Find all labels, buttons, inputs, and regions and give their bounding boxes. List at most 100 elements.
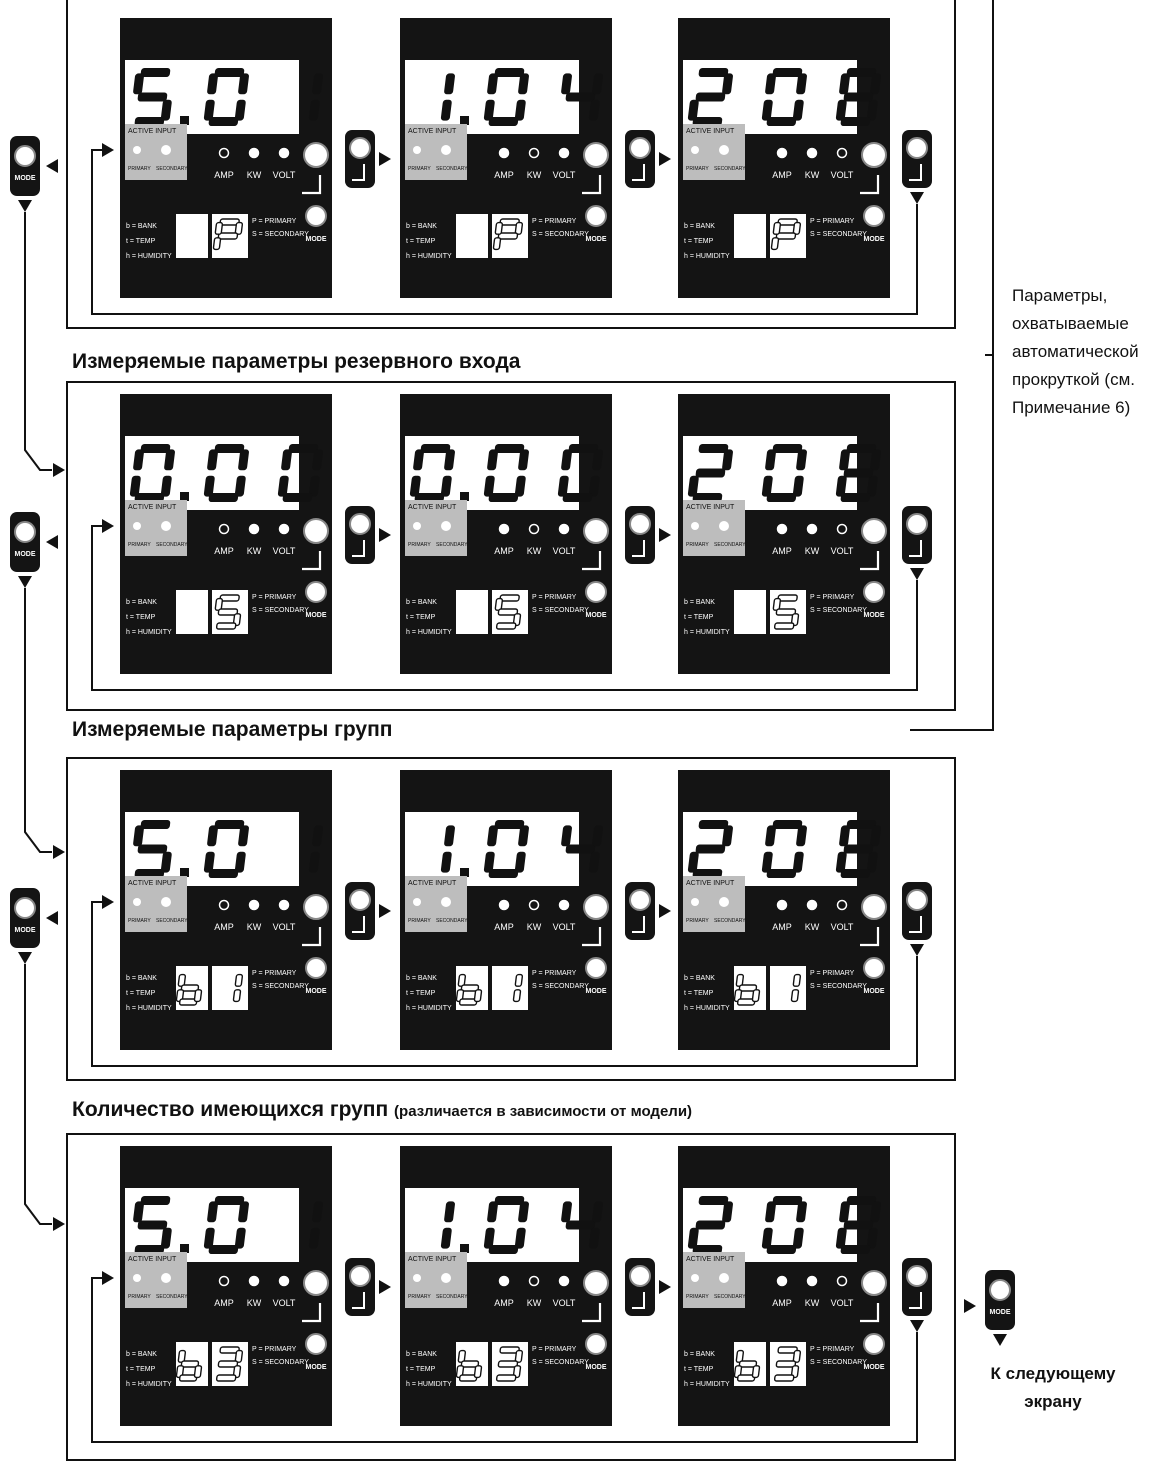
secondary-label: SECONDARY: [436, 166, 468, 172]
arrow-right-icon: [53, 463, 65, 477]
legend-right-label: P = PRIMARY: [810, 1346, 855, 1353]
segment: [207, 449, 218, 471]
unit-led: [528, 523, 540, 535]
segment: [488, 869, 519, 878]
unit-label: VOLT: [831, 922, 854, 932]
mode-knob: [585, 581, 607, 603]
unit-label: KW: [247, 170, 262, 180]
secondary-label: SECONDARY: [156, 918, 188, 924]
unit-label: VOLT: [273, 546, 296, 556]
arrow-right-icon: [102, 143, 114, 157]
button-knob: [629, 1265, 651, 1287]
segment: [766, 493, 797, 502]
secondary-label: SECONDARY: [714, 542, 746, 548]
segment: [312, 73, 323, 95]
segment: [180, 1360, 200, 1368]
source-window-left: [456, 214, 488, 258]
segment: [840, 869, 871, 878]
unit-label: AMP: [772, 922, 792, 932]
segment: [870, 825, 881, 847]
legend-right-label: S = SECONDARY: [810, 983, 867, 990]
segment: [215, 1374, 237, 1382]
next-button-icon: [902, 506, 932, 564]
active-input-label: ACTIVE INPUT: [408, 128, 457, 135]
legend-right-label: P = PRIMARY: [532, 1346, 577, 1353]
segment: [840, 493, 871, 502]
legend-left-label: t = TEMP: [684, 1366, 714, 1373]
legend-right-label: S = SECONDARY: [532, 1359, 589, 1366]
segment-digit: [761, 1196, 807, 1254]
mode-label: MODE: [306, 988, 327, 995]
legend-left-label: h = HUMIDITY: [684, 1381, 730, 1388]
segment-digit: [483, 1196, 529, 1254]
enter-glyph: [632, 164, 645, 181]
segment: [494, 1196, 525, 1205]
secondary-led: [161, 1273, 171, 1283]
secondary-label: SECONDARY: [436, 1294, 468, 1300]
unit-led: [218, 899, 230, 911]
unit-label: AMP: [772, 170, 792, 180]
segment: [846, 444, 877, 453]
segment: [137, 844, 168, 854]
segment: [751, 1365, 761, 1379]
scroll-knob: [861, 894, 887, 920]
unit-label: AMP: [494, 170, 514, 180]
primary-label: PRIMARY: [686, 542, 709, 548]
legend-right-label: P = PRIMARY: [252, 970, 297, 977]
unit-led: [498, 1275, 510, 1287]
unit-label: AMP: [214, 170, 234, 180]
segment: [160, 851, 172, 873]
mode-button-icon: MODE: [10, 888, 40, 948]
section-title-banks: Измеряемые параметры групп: [72, 718, 392, 742]
segment: [835, 851, 847, 873]
secondary-led: [719, 897, 729, 907]
legend-left-label: b = BANK: [684, 599, 715, 606]
arrow-right-icon: [53, 845, 65, 859]
mode-knob: [305, 205, 327, 227]
next-button-icon: [345, 882, 375, 940]
next-screen-label: К следующему экрану: [968, 1360, 1138, 1416]
segment: [514, 99, 526, 121]
legend-left-label: t = TEMP: [126, 238, 156, 245]
segment: [494, 68, 525, 77]
unit-led: [278, 523, 290, 535]
arrow-right-icon: [102, 1271, 114, 1285]
segment: [134, 493, 165, 502]
enter-glyph: [302, 927, 322, 947]
unit-label: VOLT: [553, 546, 576, 556]
primary-label: PRIMARY: [128, 1294, 151, 1300]
source-window-right: [212, 966, 248, 1010]
enter-glyph: [909, 1292, 922, 1309]
segment: [483, 851, 495, 873]
enter-glyph: [302, 1303, 322, 1323]
segment-digit: [687, 1196, 733, 1254]
legend-right-label: S = SECONDARY: [810, 607, 867, 614]
secondary-led: [719, 145, 729, 155]
segment-digit: [232, 973, 244, 1003]
legend-left-label: b = BANK: [684, 223, 715, 230]
arrow-right-icon: [659, 152, 671, 166]
button-knob: [906, 1265, 928, 1287]
segment: [413, 449, 424, 471]
segment: [238, 825, 249, 847]
segment: [160, 1227, 172, 1249]
segment-digit: [455, 973, 483, 1006]
source-window-right: [492, 966, 528, 1010]
decimal-point: [180, 1244, 189, 1253]
unit-led: [248, 1275, 260, 1287]
segment: [487, 825, 498, 847]
secondary-label: SECONDARY: [156, 1294, 188, 1300]
legend-right-label: P = PRIMARY: [810, 218, 855, 225]
unit-label: AMP: [772, 1298, 792, 1308]
segment: [308, 851, 320, 873]
enter-glyph: [352, 540, 365, 557]
segment: [866, 851, 878, 873]
segment: [687, 1227, 699, 1249]
scroll-knob: [861, 1270, 887, 1296]
segment: [698, 1196, 729, 1205]
unit-led: [278, 1275, 290, 1287]
legend-right-label: S = SECONDARY: [252, 607, 309, 614]
arrow-left-icon: [46, 535, 58, 549]
segment: [775, 1360, 797, 1368]
